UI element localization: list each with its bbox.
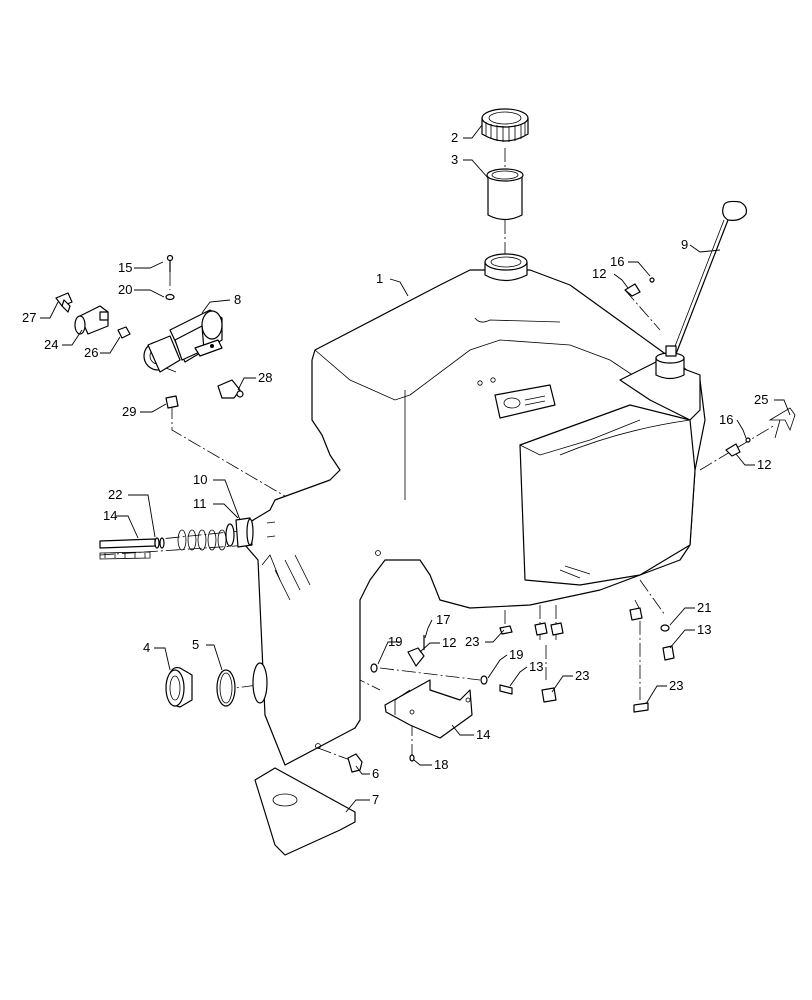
callout-23-middle: 23 xyxy=(575,668,589,683)
callout-16-right: 16 xyxy=(719,412,733,427)
leader-lines xyxy=(40,124,791,813)
callout-5: 5 xyxy=(192,637,199,652)
callout-6: 6 xyxy=(372,766,379,781)
callout-24: 24 xyxy=(44,337,58,352)
callout-26: 26 xyxy=(84,345,98,360)
callout-21: 21 xyxy=(697,600,711,615)
callout-13-right: 13 xyxy=(697,622,711,637)
callout-1: 1 xyxy=(376,271,383,286)
callout-13-lower: 13 xyxy=(529,659,543,674)
callout-19-right: 19 xyxy=(509,647,523,662)
callout-4: 4 xyxy=(143,640,150,655)
filler-cap xyxy=(481,108,529,142)
callout-28: 28 xyxy=(258,370,272,385)
callout-labels: 1 2 3 4 5 6 7 8 9 10 11 12 12 12 13 13 1… xyxy=(22,130,771,807)
filler-strainer xyxy=(486,168,524,221)
small-hardware-right xyxy=(370,277,796,762)
callout-20: 20 xyxy=(118,282,132,297)
callout-15: 15 xyxy=(118,260,132,275)
callout-9: 9 xyxy=(681,237,688,252)
callout-12-upper: 12 xyxy=(592,266,606,281)
small-hardware-left xyxy=(165,254,244,409)
callout-16-upper: 16 xyxy=(610,254,624,269)
callout-18: 18 xyxy=(434,757,448,772)
callout-25: 25 xyxy=(754,392,768,407)
clamp xyxy=(347,753,363,773)
filler-neck xyxy=(484,253,528,282)
callout-27: 27 xyxy=(22,310,36,325)
callout-14-left: 14 xyxy=(103,508,117,523)
callout-22: 22 xyxy=(108,487,122,502)
callout-8: 8 xyxy=(234,292,241,307)
dipstick xyxy=(655,200,747,380)
callout-12-lower: 12 xyxy=(442,635,456,650)
callout-10: 10 xyxy=(193,472,207,487)
callout-2: 2 xyxy=(451,130,458,145)
fuel-tank xyxy=(244,269,706,766)
callout-12-right: 12 xyxy=(757,457,771,472)
callout-3: 3 xyxy=(451,152,458,167)
mounting-bracket xyxy=(384,679,473,739)
callout-29: 29 xyxy=(122,404,136,419)
fuel-pump xyxy=(143,309,223,373)
callout-19-left: 19 xyxy=(388,634,402,649)
fuel-connectors xyxy=(55,292,131,339)
callout-11: 11 xyxy=(193,496,207,511)
callout-23-center: 23 xyxy=(465,634,479,649)
tank-shield-plate xyxy=(254,767,356,856)
tank-mounting-isolators xyxy=(99,517,276,560)
callout-23-right: 23 xyxy=(669,678,683,693)
callout-14-bracket: 14 xyxy=(476,727,490,742)
callout-17: 17 xyxy=(436,612,450,627)
drain-plug-and-o-ring xyxy=(165,666,236,708)
callout-7: 7 xyxy=(372,792,379,807)
